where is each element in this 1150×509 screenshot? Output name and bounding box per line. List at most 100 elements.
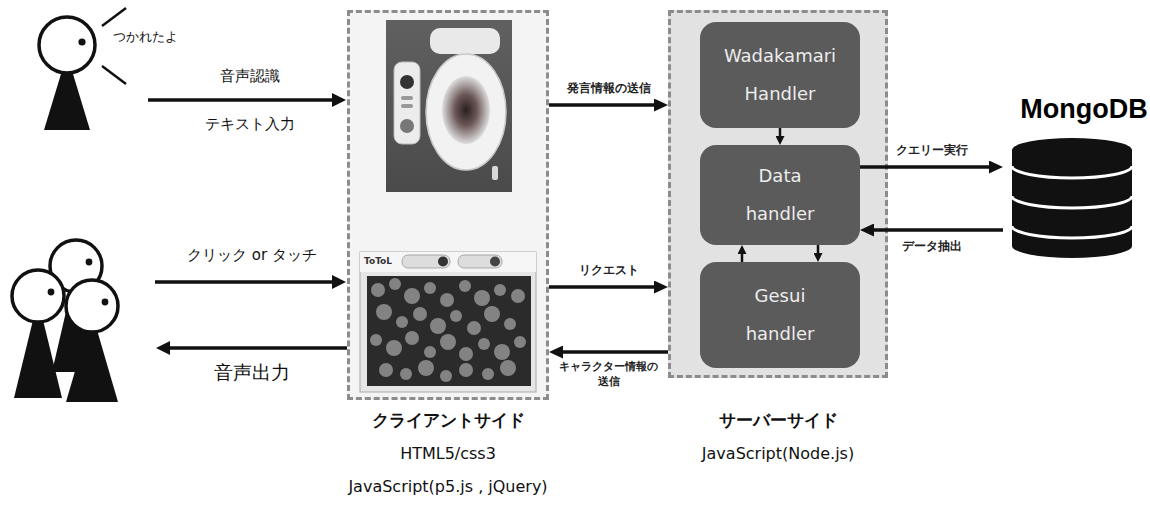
edge-label: データ抽出 <box>902 238 962 254</box>
character-bubble <box>504 318 516 330</box>
character-bubble <box>450 310 462 322</box>
control-panel <box>394 62 420 144</box>
character-bubble <box>424 282 436 294</box>
arrow-line <box>148 98 334 102</box>
character-bubble <box>514 336 526 348</box>
character-bubble <box>424 346 436 358</box>
tech-stack-text: JavaScript(Node.js) <box>611 437 945 470</box>
control-mark <box>401 96 413 100</box>
handler-name: Gesui handler <box>746 277 815 353</box>
label-box: テキスト入力 <box>205 115 295 134</box>
label-box: ToToL <box>364 256 392 267</box>
edge-label: キャラクター情報の 送信 <box>554 360 664 390</box>
person-eye <box>102 299 109 306</box>
character-bubble <box>440 370 452 382</box>
edge-label: クエリー実行 <box>896 142 968 158</box>
label-box: つかれたよ <box>113 29 178 45</box>
label-box: 音声認識 <box>220 67 280 86</box>
panel-heading: サーバーサイド <box>611 404 945 437</box>
person-eye <box>48 289 55 296</box>
handler-box: Wadakamari Handler <box>700 22 860 128</box>
voice-output-arrow <box>156 341 347 355</box>
server-side-panel: サーバーサイドJavaScript(Node.js)Wadakamari Han… <box>668 10 888 378</box>
label-box: 音声出力 <box>214 361 290 385</box>
screenshot-header <box>360 252 536 272</box>
person-body <box>14 320 62 398</box>
character-bubble <box>405 331 419 345</box>
toilet-tank <box>430 28 500 54</box>
character-bubble <box>418 360 434 376</box>
character-bubble <box>494 284 506 296</box>
panel-caption: サーバーサイドJavaScript(Node.js) <box>611 404 945 470</box>
input-arrow <box>148 93 346 107</box>
character-bubble <box>459 280 471 292</box>
character-bubble <box>494 344 510 360</box>
speech-line <box>102 8 126 26</box>
character-bubble <box>376 304 392 320</box>
database-cylinder: MongoDB <box>1003 88 1150 260</box>
handler-name: Data handler <box>746 157 815 233</box>
listener-group <box>12 240 118 402</box>
character-bubble <box>386 340 402 356</box>
handler-name: Wadakamari Handler <box>724 37 836 113</box>
toilet-illustration <box>386 20 512 192</box>
cylinder-stripe <box>1012 196 1132 208</box>
character-bubble <box>400 368 412 380</box>
character-bubble <box>413 307 427 321</box>
character-bubble <box>474 290 490 306</box>
handler-box: Data handler <box>700 145 860 245</box>
cylinder-stripe <box>1012 166 1132 178</box>
arrow-line <box>168 346 347 350</box>
speech-text: つかれたよ <box>113 29 178 45</box>
character-bubble <box>467 321 481 335</box>
person-body <box>66 330 118 402</box>
control-button <box>400 119 414 133</box>
arrow-label: 音声出力 <box>214 361 290 385</box>
screenshot-canvas <box>367 276 531 386</box>
arrow-head <box>156 341 170 355</box>
control-mark <box>401 104 413 108</box>
arrow-connector <box>549 103 656 107</box>
app-screenshot <box>360 252 536 392</box>
toilet-bowl <box>442 76 490 144</box>
toilet-background <box>386 20 512 192</box>
toilet-fitting <box>492 166 498 180</box>
edge-label: 発言情報の送信 <box>567 80 651 96</box>
character-bubbles <box>370 278 526 382</box>
arrow-connector <box>872 228 1003 232</box>
character-bubble <box>370 334 382 346</box>
person-body <box>44 74 90 130</box>
cylinder-stripe <box>1012 226 1132 238</box>
character-bubble <box>482 368 494 380</box>
arrow-connector <box>860 165 991 169</box>
arrow-label: クリック or タッチ <box>187 246 317 265</box>
label-box: クリック or タッチ <box>187 246 317 265</box>
character-bubble <box>478 338 490 350</box>
arrow-connector <box>779 128 782 138</box>
character-bubble <box>459 363 473 377</box>
edge-label-box: データ抽出 <box>902 238 962 254</box>
header-button <box>458 255 502 268</box>
header-icon <box>490 257 500 267</box>
character-bubble <box>484 306 500 322</box>
character-bubble <box>430 318 446 334</box>
character-bubble <box>404 288 420 304</box>
screenshot-frame <box>360 252 536 392</box>
character-bubble <box>389 278 401 290</box>
arrow-connector <box>561 350 668 354</box>
arrow-connector <box>549 285 656 289</box>
arrow-connector <box>817 245 820 255</box>
character-bubble <box>500 360 516 376</box>
tech-stack-text: JavaScript(p5.js , jQuery) <box>290 470 606 503</box>
panel-caption: クライアントサイドHTML5/css3JavaScript(p5.js , jQ… <box>290 404 606 503</box>
arrow-line <box>155 280 334 284</box>
speaker-person <box>39 8 126 130</box>
character-bubble <box>396 316 408 328</box>
edge-label-box: リクエスト <box>579 262 639 278</box>
